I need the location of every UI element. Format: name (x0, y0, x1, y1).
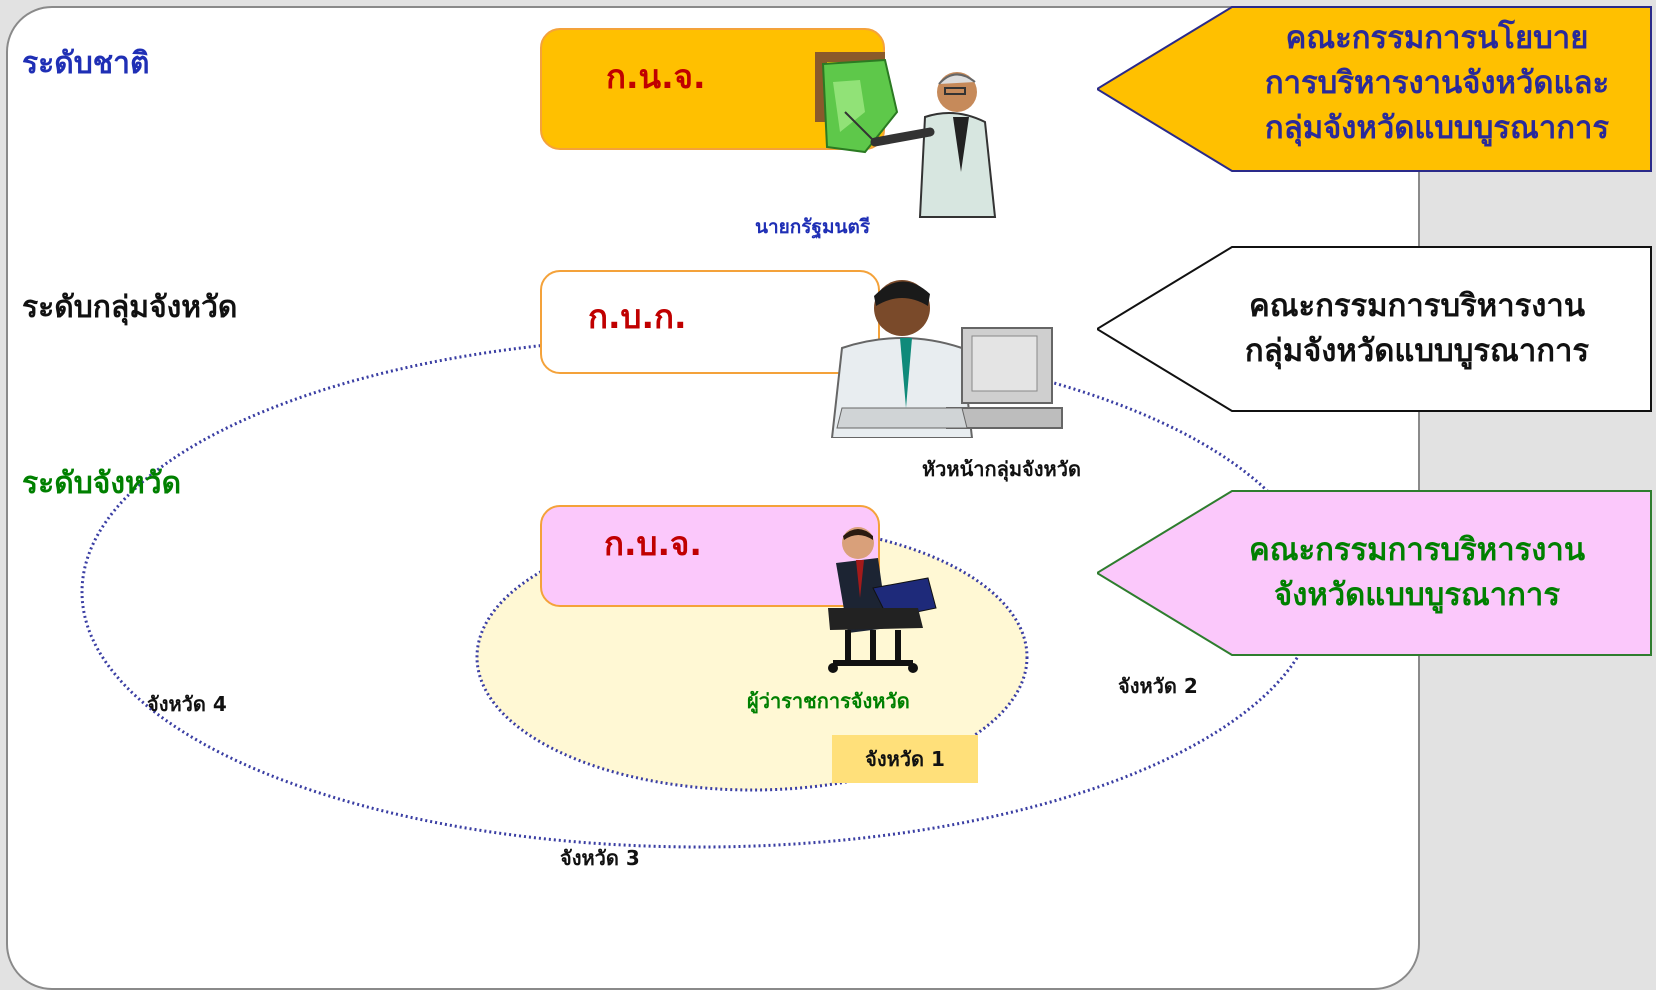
callout-national-line-3: กลุ่มจังหวัดแบบบูรณาการ (1264, 110, 1610, 146)
level-province-label: ระดับจังหวัด (22, 466, 182, 501)
presenter-icon (815, 52, 997, 218)
callout-province-line-2: จังหวัดแบบบูรณาการ (1274, 577, 1560, 613)
level-national-label: ระดับชาติ (22, 46, 150, 81)
laptop-man-icon (828, 527, 937, 673)
callout-national-line-1: คณะกรรมการนโยบาย (1285, 20, 1589, 56)
callout-cluster: คณะกรรมการบริหารงาน กลุ่มจังหวัดแบบบูรณา… (1097, 246, 1656, 412)
callout-cluster-line-2: กลุ่มจังหวัดแบบบูรณาการ (1244, 333, 1590, 369)
computer-worker-icon (830, 280, 1063, 438)
level-cluster-label: ระดับกลุ่มจังหวัด (22, 290, 238, 325)
callout-province: คณะกรรมการบริหารงาน จังหวัดแบบบูรณาการ (1097, 490, 1656, 656)
province-2-label: จังหวัด 2 (1118, 674, 1198, 698)
committee-kbk-label: ก.บ.ก. (588, 297, 687, 336)
prime-minister-caption: นายกรัฐมนตรี (755, 216, 871, 238)
governor-caption: ผู้ว่าราชการจังหวัด (747, 689, 910, 713)
committee-kbj-box: ก.บ.จ. (540, 505, 880, 607)
committee-knj-label: ก.น.จ. (606, 57, 706, 96)
committee-kbj-label: ก.บ.จ. (604, 524, 702, 563)
province-1-tag: จังหวัด 1 (832, 735, 978, 783)
callout-national-shape (1097, 6, 1652, 172)
diagram-panel (6, 6, 1420, 990)
cluster-head-caption: หัวหน้ากลุ่มจังหวัด (922, 457, 1081, 481)
committee-kbk-box: ก.บ.ก. (540, 270, 880, 374)
province-3-label: จังหวัด 3 (560, 846, 640, 870)
callout-national-line-2: การบริหารงานจังหวัดและ (1264, 65, 1610, 101)
province-4-label: จังหวัด 4 (147, 692, 227, 716)
callout-province-line-1: คณะกรรมการบริหารงาน (1248, 532, 1586, 568)
callout-province-shape (1097, 490, 1652, 656)
callout-cluster-line-1: คณะกรรมการบริหารงาน (1248, 288, 1586, 324)
callout-cluster-shape (1097, 246, 1652, 412)
callout-national: คณะกรรมการนโยบาย การบริหารงานจังหวัดและ … (1097, 6, 1656, 172)
